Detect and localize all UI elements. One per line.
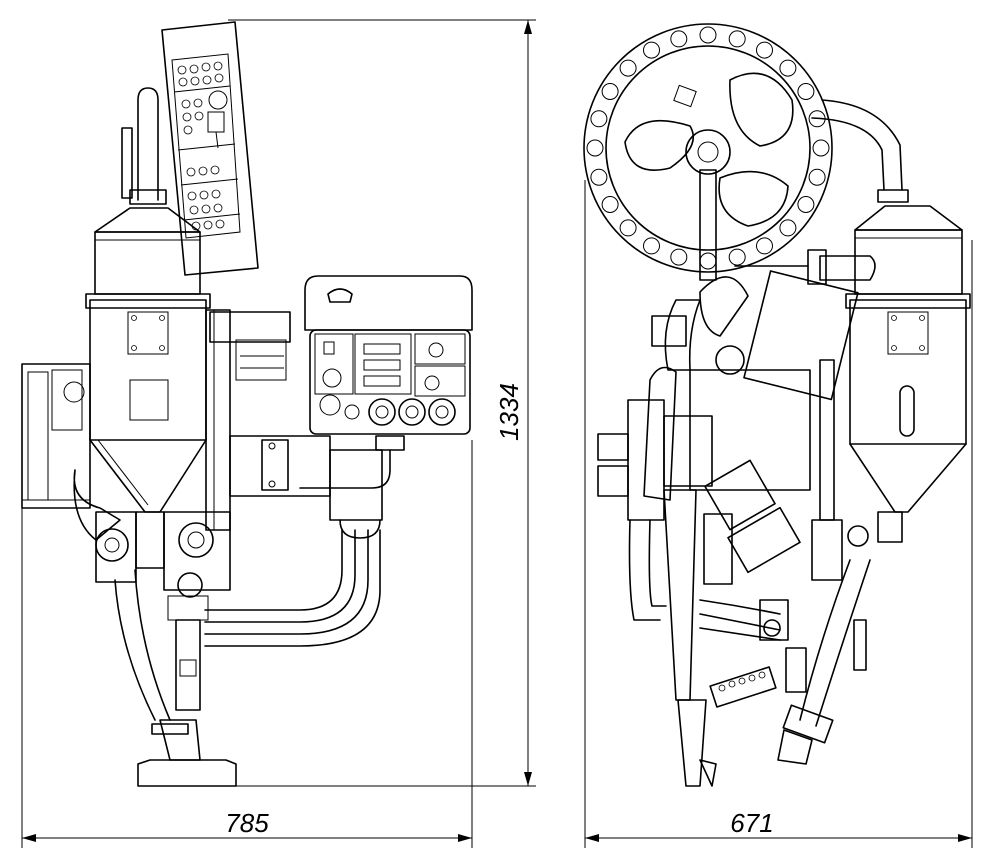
left-mast — [205, 309, 291, 531]
reel-hole — [728, 30, 746, 48]
right-side-blocks — [597, 366, 713, 521]
right-flux-hopper — [845, 205, 971, 543]
reel-hole — [619, 219, 637, 237]
reel-hole — [670, 30, 688, 48]
reel-hole — [797, 196, 815, 213]
reel-hole — [643, 41, 660, 59]
reel-hole — [756, 237, 773, 255]
reel-hole — [779, 219, 797, 237]
reel-hole — [619, 59, 637, 77]
right-flux-nozzle — [734, 249, 876, 285]
reel-hole — [590, 168, 608, 186]
left-welding-torch — [114, 569, 237, 787]
reel-hole — [756, 41, 773, 59]
reel-hole — [812, 139, 830, 157]
reel-hole — [601, 83, 619, 100]
reel-hole — [808, 168, 826, 186]
left-width-label: 785 — [225, 808, 269, 838]
left-wire-feeder — [73, 469, 231, 621]
dimension-height: 1334 — [228, 19, 536, 787]
right-wire-reel — [583, 23, 833, 281]
reel-hole — [601, 196, 619, 213]
left-control-box — [304, 275, 473, 451]
right-width-label: 671 — [730, 808, 773, 838]
right-view-welding-head — [583, 23, 971, 787]
right-welding-torch — [628, 489, 717, 787]
left-flux-tube — [121, 87, 167, 205]
reel-hole — [590, 110, 608, 128]
dimension-right-width: 671 — [584, 180, 973, 848]
reel-hole — [779, 59, 797, 77]
reel-hole — [643, 237, 660, 255]
right-feed-mechanism — [651, 270, 869, 585]
left-flux-hopper — [85, 207, 211, 569]
reel-hole — [699, 252, 717, 270]
left-cross-arm — [229, 435, 391, 539]
height-label: 1334 — [494, 383, 524, 441]
reel-hole — [728, 248, 746, 266]
reel-hole — [586, 139, 604, 157]
right-flux-pipe — [811, 99, 909, 203]
left-wire-reel-frame — [161, 21, 259, 276]
right-cables — [699, 559, 871, 765]
reel-hole — [699, 26, 717, 44]
dimension-left-width: 785 — [21, 440, 473, 848]
reel-hole — [670, 248, 688, 266]
reel-hole — [797, 83, 815, 100]
left-drive-motor — [21, 363, 91, 509]
left-cable-hoses — [204, 529, 381, 647]
left-view-welding-head — [21, 21, 473, 787]
